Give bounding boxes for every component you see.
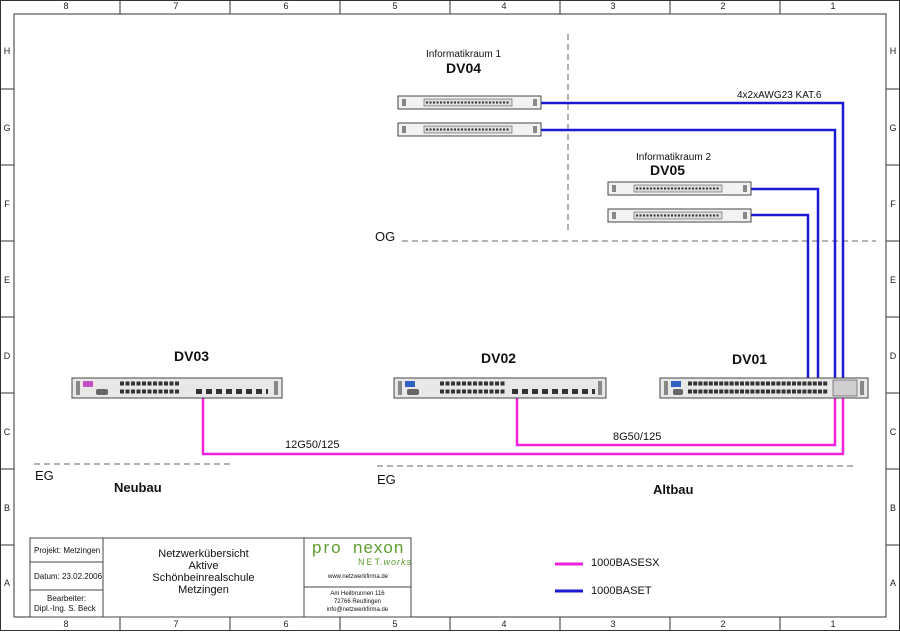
copper-cables: [541, 101, 845, 380]
switch-dv02: [393, 377, 607, 399]
cable-dv04-a: [541, 101, 845, 380]
row-label-right-a: A: [889, 578, 896, 588]
col-label-top-4: 4: [501, 1, 507, 11]
patch-panel-dv05-1: [607, 181, 752, 196]
logo-works: .works: [380, 557, 413, 567]
row-label-right-e: E: [889, 275, 896, 285]
logo-net: NET: [358, 557, 382, 567]
col-label-top-6: 6: [283, 1, 289, 11]
logo-nexon: nexon: [353, 538, 405, 557]
address-city: 72766 Reutlingen: [333, 599, 382, 605]
building-neubau-label: Neubau: [114, 480, 162, 495]
fiber-short-label: 8G50/125: [613, 431, 662, 443]
row-label-left-f: F: [4, 199, 10, 209]
fiber-long-label: 12G50/125: [285, 439, 340, 451]
col-label-top-3: 3: [610, 1, 616, 11]
row-label-left-b: B: [3, 503, 10, 513]
legend-t-label: 1000BASET: [591, 585, 652, 597]
col-label-bottom-2: 2: [720, 619, 726, 629]
col-label-top-8: 8: [63, 1, 69, 11]
row-label-left-e: E: [3, 275, 10, 285]
editor-label: Bearbeiter:: [47, 594, 87, 603]
row-label-left-g: G: [3, 123, 11, 133]
title-line-1: Netzwerkübersicht: [158, 548, 249, 560]
patch-panel-dv04-1: [397, 95, 542, 110]
col-label-bottom-6: 6: [283, 619, 289, 629]
dv03-label: DV03: [174, 348, 210, 364]
fiber-cables: [201, 396, 845, 456]
title-line-4: Metzingen: [178, 584, 229, 596]
patch-panel-dv04-2: [397, 122, 542, 137]
row-label-left-h: H: [3, 46, 11, 56]
col-label-bottom-5: 5: [392, 619, 398, 629]
address-email: info@netzwerkfirma.de: [326, 607, 389, 613]
switch-dv03: [71, 377, 283, 399]
cable-dv05-a: [751, 187, 820, 380]
dv02-label: DV02: [481, 350, 517, 366]
floor-eg-right-label: EG: [377, 472, 396, 487]
row-label-left-a: A: [3, 578, 10, 588]
title-block: [29, 537, 412, 618]
room1-label: Informatikraum 1: [426, 49, 502, 60]
row-label-right-d: D: [889, 351, 897, 361]
col-label-bottom-4: 4: [501, 619, 507, 629]
drawing-title: Netzwerkübersicht Aktive Schönbeinrealsc…: [103, 548, 304, 596]
col-label-bottom-1: 1: [830, 619, 836, 629]
col-label-top-7: 7: [173, 1, 179, 11]
logo-pro: pro: [312, 538, 343, 557]
editor-name: Dipl.-Ing. S. Beck: [34, 604, 96, 613]
fiber-dv03-dv01: [201, 396, 845, 456]
col-label-top-2: 2: [720, 1, 726, 11]
column-ticks: [119, 0, 781, 631]
company-logo: pro nexon NET .works: [310, 538, 413, 586]
cable-dv04-b: [541, 128, 837, 380]
date-text: Datum: 23.02.2006: [34, 572, 103, 581]
row-label-right-c: C: [889, 427, 897, 437]
project-text: Projekt: Metzingen: [34, 546, 101, 555]
row-label-left-c: C: [3, 427, 11, 437]
room1-device-label: DV04: [446, 60, 482, 76]
row-label-right-h: H: [889, 46, 897, 56]
row-label-left-d: D: [3, 351, 11, 361]
floor-eg-left-label: EG: [35, 468, 54, 483]
col-label-top-1: 1: [830, 1, 836, 11]
building-altbau-label: Altbau: [653, 482, 694, 497]
patch-panel-dv05-2: [607, 208, 752, 223]
col-label-top-5: 5: [392, 1, 398, 11]
row-label-right-f: F: [890, 199, 896, 209]
row-label-right-b: B: [889, 503, 896, 513]
col-label-bottom-3: 3: [610, 619, 616, 629]
col-label-bottom-7: 7: [173, 619, 179, 629]
copper-cable-label: 4x2xAWG23 KAT.6: [737, 90, 822, 101]
room2-device-label: DV05: [650, 162, 686, 178]
website-text: www.netzwerkfirma.de: [328, 574, 389, 580]
legend-sx-label: 1000BASESX: [591, 557, 660, 569]
col-label-bottom-8: 8: [63, 619, 69, 629]
dv01-label: DV01: [732, 351, 768, 367]
title-line-3: Schönbeinrealschule: [152, 572, 255, 584]
fiber-dv02-dv01: [515, 396, 837, 447]
room2-label: Informatikraum 2: [636, 152, 712, 163]
floor-og-label: OG: [375, 229, 396, 244]
address-street: Am Heilbrunnen 116: [330, 591, 385, 597]
row-label-right-g: G: [889, 123, 897, 133]
company-address: Am Heilbrunnen 116 72766 Reutlingen info…: [304, 590, 411, 614]
title-line-2: Aktive: [188, 560, 219, 572]
switch-dv01: [659, 377, 869, 399]
cable-dv05-b: [751, 213, 810, 380]
row-ticks: [0, 88, 900, 546]
